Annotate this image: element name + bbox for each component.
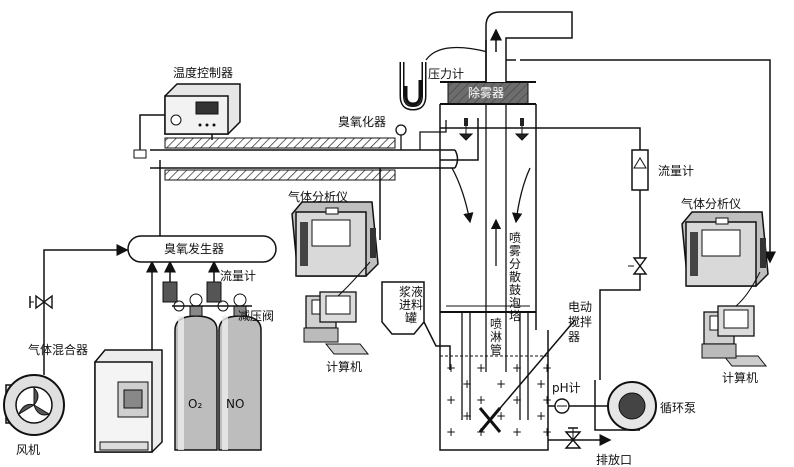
o2-cylinder-icon: [174, 305, 218, 451]
flowmeter-right-icon: [631, 149, 649, 191]
flowmeter-right-label: 流量计: [658, 164, 695, 178]
flowmeter-left-label: 流量计: [220, 269, 257, 283]
temp-controller-label: 温度控制器: [173, 66, 234, 80]
pressure-valve-label: 减压阀: [238, 309, 275, 323]
slurry-tank-icon: [381, 281, 451, 370]
ozonizer-label: 臭氧化器: [338, 115, 387, 129]
tower-label: 喷雾分散鼓泡塔: [508, 231, 521, 323]
ozone-generator-icon: [127, 235, 277, 263]
gas-analyzer-left-icon: [291, 201, 379, 277]
gas-analyzer-left-label: 气体分析仪: [288, 190, 349, 204]
spray-pipe-label: 喷淋管: [489, 317, 502, 357]
o2-label: O₂: [188, 397, 203, 411]
fan-label: 风机: [16, 443, 41, 457]
temp-controller-icon: [164, 83, 241, 135]
no-label: NO: [226, 397, 245, 411]
fan-icon: [3, 374, 65, 436]
tower-icon: [439, 104, 549, 451]
gas-mixer-icon: [94, 349, 163, 453]
pressure-gauge-label: 压力计: [428, 67, 465, 81]
bubble-mark: +: [476, 361, 486, 375]
pressure-gauge-icon: [399, 62, 427, 111]
flowmeter-left-icon: [162, 281, 222, 303]
slurry-tank-label: 浆液进料罐: [398, 285, 423, 325]
no-cylinder-icon: [218, 305, 262, 451]
computer-right-label: 计算机: [722, 371, 759, 385]
bubble-mark: +: [496, 377, 506, 391]
bubble-mark: +: [462, 409, 472, 423]
demister-label: 除雾器: [468, 86, 505, 100]
bubble-mark: +: [446, 425, 456, 439]
ph-meter-icon: [554, 398, 570, 414]
drain-valve-icon: [564, 427, 582, 449]
bubble-mark: +: [536, 377, 546, 391]
bubble-mark: +: [496, 409, 506, 423]
drain-label: 排放口: [596, 453, 633, 467]
computer-right-icon: [701, 305, 768, 367]
bubble-mark: +: [542, 425, 552, 439]
pump-label: 循环泵: [660, 401, 697, 415]
computer-left-icon: [303, 291, 370, 355]
fan-valve-icon: [29, 294, 53, 310]
ozone-generator-label: 臭氧发生器: [164, 242, 225, 256]
agitator-icon: [478, 319, 576, 433]
pump-icon: [594, 380, 657, 431]
bubble-mark: +: [542, 393, 552, 407]
pressure-valve-icon: [172, 293, 252, 312]
bubble-mark: +: [462, 377, 472, 391]
agitator-label: 电动搅拌器: [568, 300, 593, 344]
gas-analyzer-right-label: 气体分析仪: [681, 197, 742, 211]
ozonizer-icon: [150, 124, 459, 181]
bubble-mark: +: [512, 393, 522, 407]
bubble-mark: +: [446, 393, 456, 407]
exhaust-pipe-icon: [485, 11, 573, 82]
ph-meter-label: pH计: [552, 381, 581, 395]
bubble-mark: +: [536, 409, 546, 423]
bubble-mark: +: [512, 425, 522, 439]
gas-analyzer-right-icon: [681, 211, 769, 287]
bubble-mark: +: [542, 361, 552, 375]
bubble-mark: +: [446, 361, 456, 375]
gas-mixer-label: 气体混合器: [28, 343, 89, 357]
computer-left-label: 计算机: [326, 360, 363, 374]
bubble-mark: +: [512, 361, 522, 375]
bubble-mark: +: [476, 393, 486, 407]
right-valve-icon: [628, 257, 648, 275]
